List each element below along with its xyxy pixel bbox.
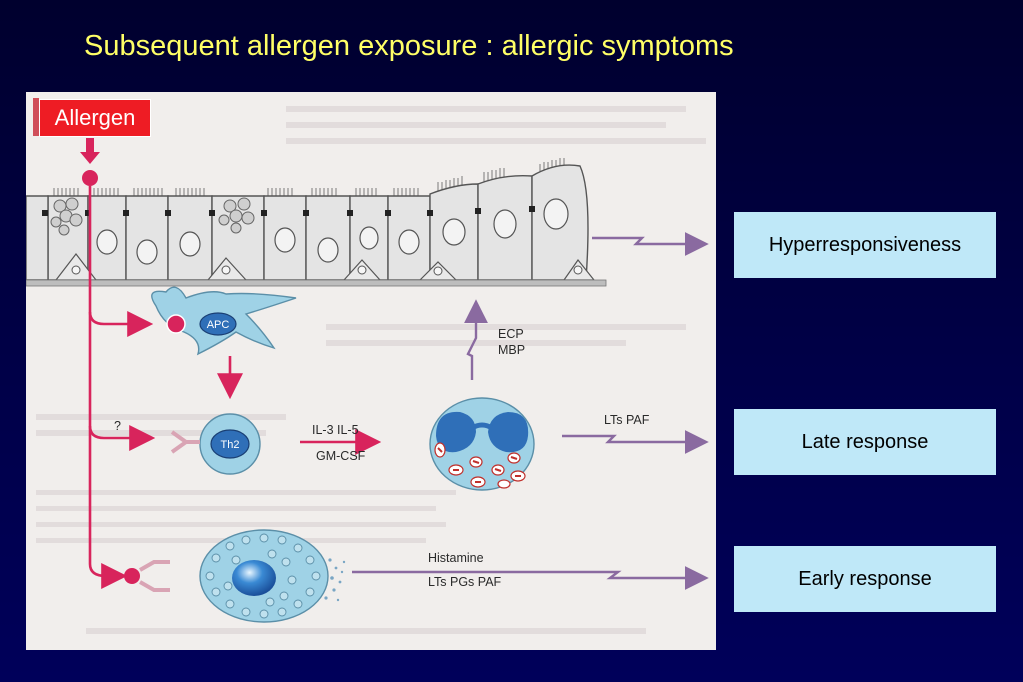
apc-label: APC xyxy=(207,319,230,331)
slide-title: Subsequent allergen exposure : allergic … xyxy=(84,30,734,62)
mast-cell xyxy=(124,529,346,623)
unknown-mark: ? xyxy=(114,419,121,433)
early-response-box: Early response xyxy=(734,546,996,612)
mbp-label: MBP xyxy=(498,343,525,357)
eosinophil-cell xyxy=(429,397,535,491)
cytokines-label-2: GM-CSF xyxy=(316,449,366,463)
background-texture xyxy=(36,106,706,634)
th2-cell xyxy=(170,413,261,475)
epithelium xyxy=(26,158,607,287)
late-response-box: Late response xyxy=(734,409,996,475)
allergen-entry xyxy=(80,138,100,186)
diagram-panel: APC Th2 ? IL-3 IL-5 GM-CSF xyxy=(26,92,716,650)
hyperresponsiveness-box: Hyperresponsiveness xyxy=(734,212,996,278)
cytokines-label-1: IL-3 IL-5 xyxy=(312,423,359,437)
apc-cell xyxy=(151,286,297,356)
late-mediators-label: LTs PAF xyxy=(604,413,650,427)
late-arrow xyxy=(562,430,709,454)
early-arrow xyxy=(352,566,709,590)
hyper-arrow xyxy=(592,232,709,256)
ecp-arrow xyxy=(464,299,488,380)
ecp-label: ECP xyxy=(498,327,524,341)
early-mediators-label: LTs PGs PAF xyxy=(428,575,502,589)
allergen-label: Allergen xyxy=(33,98,151,137)
histamine-label: Histamine xyxy=(428,551,484,565)
allergy-pathway-diagram: APC Th2 ? IL-3 IL-5 GM-CSF xyxy=(26,106,709,634)
allergen-pathway xyxy=(88,186,382,589)
th2-label: Th2 xyxy=(221,439,240,451)
